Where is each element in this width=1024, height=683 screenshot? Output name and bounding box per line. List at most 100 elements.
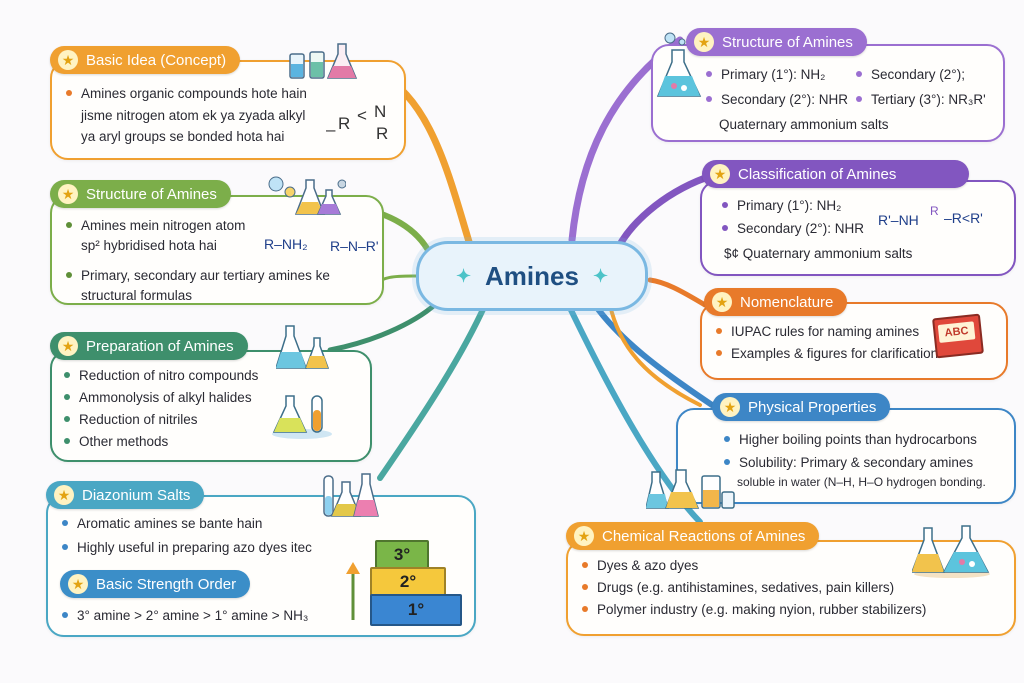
list-item: Dyes & azo dyes	[582, 556, 698, 576]
list-item: Reduction of nitro compounds	[64, 366, 258, 386]
bullet-icon	[66, 222, 72, 229]
preparation-title[interactable]: ★ Preparation of Amines	[50, 332, 248, 360]
bullet-icon	[706, 96, 712, 103]
physical-title[interactable]: ★ Physical Properties	[712, 393, 891, 421]
physical-card	[676, 408, 1016, 504]
list-item: $¢ Quaternary ammonium salts	[724, 246, 913, 261]
test-tubes-icon	[323, 473, 379, 517]
star-icon: ★	[712, 292, 732, 312]
list-item: Primary (1°): NH₂	[722, 196, 841, 216]
bullet-icon	[724, 436, 730, 443]
list-item: Secondary (2°): NHR	[722, 219, 864, 239]
central-topic[interactable]: ✦ Amines ✦	[416, 241, 648, 311]
star-icon: ★	[694, 32, 714, 52]
star-icon: ★	[54, 485, 74, 505]
reactions-card	[566, 540, 1016, 636]
secondary-amine-formula: R–N–R'	[330, 238, 379, 254]
flasks-icon	[276, 325, 330, 369]
lab-glassware-icon	[272, 395, 332, 439]
bullet-icon	[722, 225, 728, 232]
list-item: Ammonolysis of alkyl halides	[64, 388, 252, 408]
bullet-icon	[706, 71, 712, 78]
bullet-icon	[716, 350, 722, 357]
structure-left-title[interactable]: ★ Structure of Amines	[50, 180, 231, 208]
bullet-icon	[582, 584, 588, 591]
sparkle-icon: ✦	[592, 265, 609, 286]
flask-with-bubbles-icon	[656, 32, 702, 97]
list-item: Higher boiling points than hydrocarbons	[724, 430, 977, 450]
molecule-flasks-icon	[268, 176, 346, 215]
branch-reactions-2	[608, 303, 702, 407]
bullet-icon	[64, 438, 70, 445]
bullet-icon	[856, 71, 862, 78]
list-item: Amines organic compounds hote hain	[66, 84, 307, 104]
bullet-icon	[64, 372, 70, 379]
strength-step-2: 2°	[370, 567, 446, 597]
list-item: structural formulas	[81, 288, 193, 303]
star-icon: ★	[574, 526, 594, 546]
abc-book-icon: ABC	[932, 313, 984, 359]
basic-idea-title[interactable]: ★ Basic Idea (Concept)	[50, 46, 241, 74]
structure-right-card	[651, 44, 1005, 142]
basic-strength-order: 3° amine > 2° amine > 1° amine > NH₃	[62, 606, 308, 626]
bullet-icon	[722, 202, 728, 209]
branch-nomenclature	[647, 277, 708, 308]
list-item: sp² hybridised hota hai	[81, 238, 217, 253]
central-topic-label: Amines	[485, 260, 579, 291]
list-item: Secondary (2°);	[856, 65, 965, 85]
star-icon: ★	[710, 164, 730, 184]
star-icon: ★	[58, 184, 78, 204]
list-item: Quaternary ammonium salts	[719, 117, 889, 132]
list-item: Primary (1°): NH₂	[706, 65, 825, 85]
diazonium-title[interactable]: ★ Diazonium Salts	[46, 481, 205, 509]
list-item: Solubility: Primary & secondary amines	[724, 453, 973, 473]
classification-title[interactable]: ★ Classification of Amines	[702, 160, 969, 188]
list-item: Drugs (e.g. antihistamines, sedatives, p…	[582, 578, 894, 598]
list-item: IUPAC rules for naming amines	[716, 322, 919, 342]
reactions-title[interactable]: ★ Chemical Reactions of Amines	[566, 522, 820, 550]
bullet-icon	[66, 90, 72, 97]
bullet-icon	[66, 272, 72, 279]
reaction-flasks-icon	[912, 525, 990, 578]
branch-preparation	[327, 297, 443, 353]
bullet-icon	[62, 544, 68, 551]
sparkle-icon: ✦	[455, 265, 472, 286]
bullet-icon	[582, 562, 588, 569]
list-item: Primary, secondary aur tertiary amines k…	[66, 266, 330, 286]
branch-diazonium	[377, 302, 488, 481]
upward-arrow-icon	[346, 562, 360, 620]
strength-step-3: 3°	[375, 540, 429, 570]
list-item: Secondary (2°): NHR	[706, 90, 848, 110]
list-item: Aromatic amines se bante hain	[62, 514, 262, 534]
list-item: jisme nitrogen atom ek ya zyada alkyl	[81, 108, 306, 123]
star-icon: ★	[720, 397, 740, 417]
classification-formula-1: R'–NH	[878, 212, 919, 228]
classification-formula-2: R	[930, 204, 939, 218]
list-item: Amines mein nitrogen atom	[66, 216, 245, 236]
beakers-group-icon	[646, 469, 735, 509]
basic-strength-title[interactable]: ★ Basic Strength Order	[60, 570, 251, 598]
structure-right-title[interactable]: ★ Structure of Amines	[686, 28, 867, 56]
bullet-icon	[716, 328, 722, 335]
list-item: Reduction of nitriles	[64, 410, 198, 430]
star-icon: ★	[68, 574, 88, 594]
beakers-icon	[289, 43, 358, 79]
star-icon: ★	[58, 336, 78, 356]
classification-formula-3: –R<R'	[944, 210, 983, 226]
list-item: Other methods	[64, 432, 168, 452]
list-item: Highly useful in preparing azo dyes itec	[62, 538, 312, 558]
branch-classification	[614, 174, 709, 252]
nomenclature-title[interactable]: ★ Nomenclature	[704, 288, 848, 316]
bullet-icon	[856, 96, 862, 103]
strength-step-1: 1°	[370, 594, 462, 626]
bullet-icon	[724, 459, 730, 466]
star-icon: ★	[58, 50, 78, 70]
list-item: ya aryl groups se bonded hota hai	[81, 129, 285, 144]
bullet-icon	[62, 612, 68, 619]
bullet-icon	[62, 520, 68, 527]
branch-physical	[592, 302, 715, 408]
list-item: Tertiary (3°): NR₃R'	[856, 90, 986, 110]
primary-amine-formula: R–NH₂	[264, 236, 308, 252]
list-item: Polymer industry (e.g. making nyion, rub…	[582, 600, 926, 620]
bullet-icon	[64, 394, 70, 401]
